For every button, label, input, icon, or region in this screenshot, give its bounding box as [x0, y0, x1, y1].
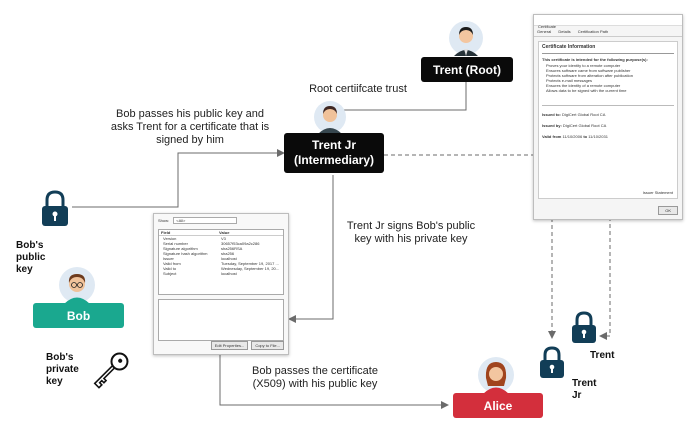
certificate-window: Certificate General Details Certificatio…	[533, 14, 683, 220]
cert-title: Certificate	[538, 24, 557, 29]
trent-jr-node: Trent Jr (Intermediary)	[284, 133, 384, 173]
table-row[interactable]: Serial number 30657f53ca09a2c286	[159, 241, 283, 246]
details-show-row: Show: <All>	[154, 214, 288, 227]
cert-purpose-item: Allows data to be signed with the curren…	[546, 88, 627, 93]
cert-to-alice-arrow	[219, 355, 449, 409]
trent-jr-label-line1: Trent Jr	[311, 138, 356, 152]
issued-by-value: DigiCert Global Root CA	[562, 123, 607, 128]
bob-node: Bob	[33, 303, 124, 328]
cert-purpose-item: Proves your identity to a remote compute…	[546, 63, 621, 68]
bob-passes-key-label: Bob passes his public key and asks Trent…	[110, 108, 270, 146]
table-row[interactable]: Version V3	[159, 236, 283, 241]
table-cell: 30657f53ca09a2c286	[221, 241, 260, 246]
details-value-box	[158, 299, 284, 341]
trent-lock-label: Trent	[590, 350, 615, 361]
trent-jr-avatar	[314, 101, 346, 134]
copy-to-file-button[interactable]: Copy to File...	[251, 341, 284, 350]
details-show-select[interactable]: <All>	[173, 217, 238, 224]
edit-properties-button[interactable]: Edit Properties...	[210, 341, 249, 350]
cert-purpose-title: This certificate is intended for the fol…	[542, 57, 648, 62]
valid-from-value: 11/10/2006	[562, 134, 583, 139]
issued-to-label: Issued to:	[542, 112, 561, 117]
tab-certification-path[interactable]: Certification Path	[577, 29, 609, 34]
issued-to-value: DigiCert Global Root CA	[562, 112, 606, 117]
table-cell: sha256	[221, 251, 235, 256]
alice-avatar	[478, 357, 514, 394]
cert-purpose-item: Protects software from alteration after …	[546, 73, 633, 78]
table-row[interactable]: Issuer localhost	[159, 256, 283, 261]
valid-to-label: to	[583, 134, 588, 139]
table-row[interactable]: Signature algorithm sha256RSA	[159, 246, 283, 251]
table-cell: sha256RSA	[221, 246, 243, 251]
valid-from-label: Valid from	[542, 134, 562, 139]
details-show-label: Show:	[158, 218, 170, 223]
table-row[interactable]: Valid from Tuesday, September 19, 2017 ..…	[159, 261, 283, 266]
valid-to-value: 11/10/2031	[588, 134, 608, 139]
bobs-private-key-label: Bob's private key	[46, 352, 79, 387]
intermediary-to-cert-arrow	[288, 175, 334, 323]
cert-to-trent-lock-dashed	[599, 175, 611, 340]
table-cell: Valid to	[163, 266, 177, 271]
table-cell: Wednesday, September 19, 20...	[221, 266, 280, 271]
cert-purpose-item: Ensures the identity of a remote compute…	[546, 83, 621, 88]
bob-private-key-icon	[93, 352, 129, 389]
table-cell: Subject	[163, 271, 177, 276]
cert-ok-button[interactable]: OK	[658, 206, 678, 215]
table-cell: Version	[163, 236, 177, 241]
table-cell: localhost	[221, 271, 237, 276]
bob-passes-cert-label: Bob passes the certificate (X509) with h…	[252, 365, 378, 390]
issuer-statement-button[interactable]: Issuer Statement	[642, 190, 673, 195]
table-row[interactable]: Valid to Wednesday, September 19, 20...	[159, 266, 283, 271]
trent-lock-icon	[572, 311, 596, 343]
cert-details-window: Show: <All> Field Value Version V3 Serial…	[153, 213, 289, 355]
alice-label: Alice	[483, 398, 513, 413]
table-cell: Valid from	[163, 261, 181, 266]
cert-info-panel: Certificate Information This certificate…	[538, 41, 678, 199]
bob-key-to-intermediary-arrow	[72, 149, 285, 208]
alice-node: Alice	[453, 393, 543, 418]
cert-purpose-item: Protects e-mail messages	[546, 78, 593, 83]
cert-purpose-item: Ensures software came from software publ…	[546, 68, 631, 73]
issued-by-label: Issued by:	[542, 123, 562, 128]
table-cell: localhost	[221, 256, 237, 261]
details-col-value: Value	[219, 230, 230, 235]
tab-details[interactable]: Details	[558, 29, 571, 34]
details-table: Field Value Version V3 Serial number 30657…	[158, 229, 284, 295]
table-row[interactable]: Signature hash algorithm sha256	[159, 251, 283, 256]
trent-root-avatar	[449, 21, 483, 56]
table-cell: Issuer	[163, 256, 174, 261]
table-cell: Tuesday, September 19, 2017 ...	[221, 261, 279, 266]
bob-label: Bob	[66, 308, 91, 323]
trent-jr-signs-label: Trent Jr signs Bob's public key with his…	[346, 220, 476, 245]
trent-jr-lock-icon	[540, 346, 564, 378]
table-cell: V3	[221, 236, 226, 241]
table-cell: Signature hash algorithm	[163, 251, 208, 256]
cert-info-heading: Certificate Information	[542, 44, 596, 50]
trent-root-label: Trent (Root)	[433, 62, 501, 77]
bobs-public-key-label: Bob's public key	[16, 240, 46, 275]
table-cell: Signature algorithm	[163, 246, 198, 251]
root-trust-label: Root certiifcate trust	[309, 83, 407, 95]
details-col-field: Field	[161, 230, 171, 235]
bob-public-key-lock-icon	[42, 190, 68, 226]
bob-avatar	[59, 267, 95, 304]
tab-general[interactable]: General	[537, 29, 552, 34]
table-cell: Serial number	[163, 241, 188, 246]
cert-tabs: General Details Certification Path	[534, 26, 682, 37]
trent-jr-label-line2: (Intermediary)	[293, 153, 375, 167]
intermediary-to-trentjr-lock-dashed	[384, 154, 556, 339]
cert-title-bar: Certificate	[534, 15, 682, 29]
trent-root-node: Trent (Root)	[421, 57, 513, 82]
trent-jr-lock-label: Trent Jr	[572, 378, 597, 401]
table-row[interactable]: Subject localhost	[159, 271, 283, 276]
